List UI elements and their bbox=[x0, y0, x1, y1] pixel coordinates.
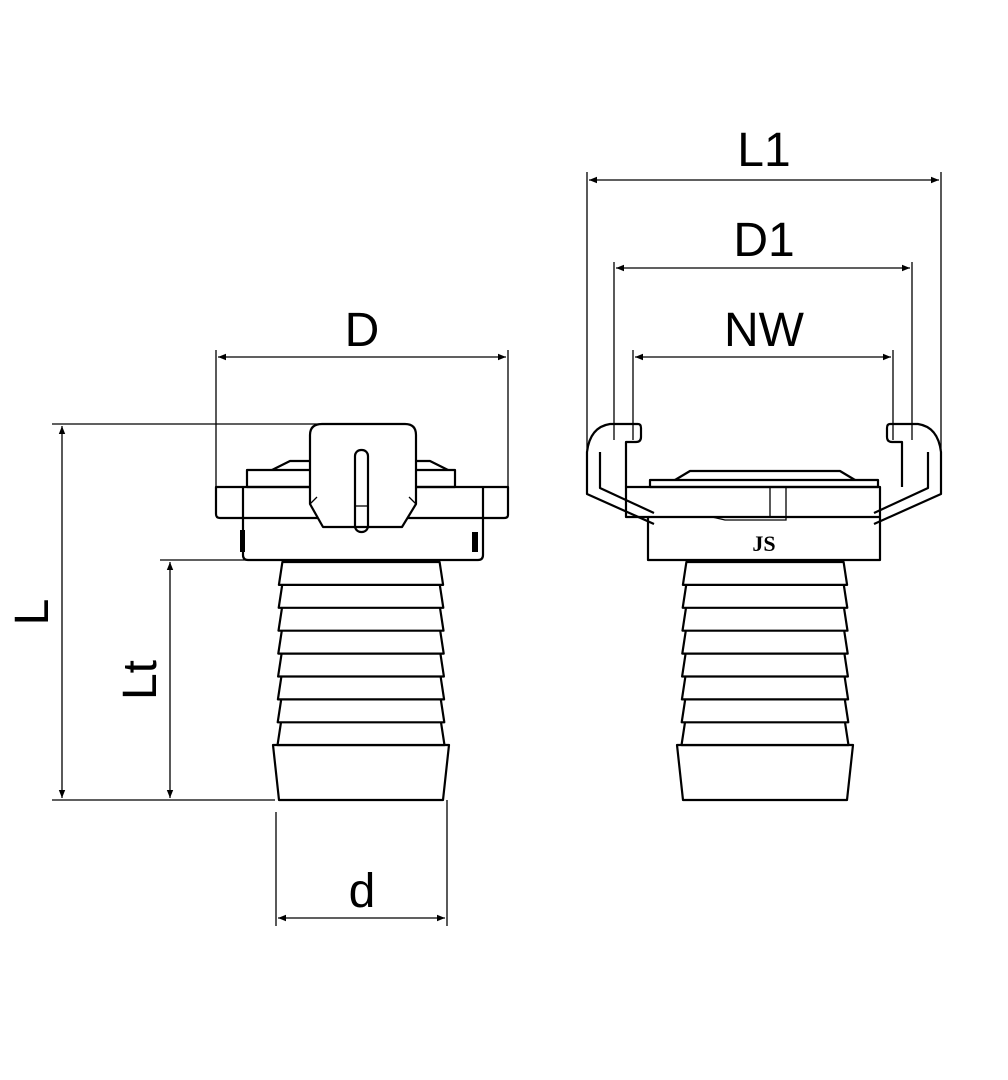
label-L: L bbox=[6, 599, 59, 626]
release-pin bbox=[353, 448, 370, 534]
dimensions: L1 D1 NW D d L Lt bbox=[6, 124, 942, 926]
hose-tail bbox=[271, 560, 451, 802]
label-D: D bbox=[345, 304, 380, 357]
claw-lug bbox=[308, 422, 418, 529]
hose-tail-front bbox=[675, 560, 855, 802]
front-view: JS bbox=[585, 422, 943, 802]
label-NW: NW bbox=[724, 304, 805, 357]
label-L1: L1 bbox=[737, 124, 790, 177]
label-D1: D1 bbox=[733, 214, 794, 267]
side-view bbox=[214, 422, 510, 802]
claw-right bbox=[873, 422, 943, 526]
hose-tail-ribs bbox=[271, 560, 451, 802]
hose-tail-ribs bbox=[675, 560, 855, 802]
locking-pin-right bbox=[472, 532, 478, 552]
locking-pin-left bbox=[240, 530, 245, 552]
claw-left bbox=[585, 422, 655, 526]
body bbox=[241, 487, 485, 562]
brand-logo: JS bbox=[752, 531, 775, 556]
label-d: d bbox=[349, 865, 376, 918]
label-Lt: Lt bbox=[114, 660, 167, 700]
